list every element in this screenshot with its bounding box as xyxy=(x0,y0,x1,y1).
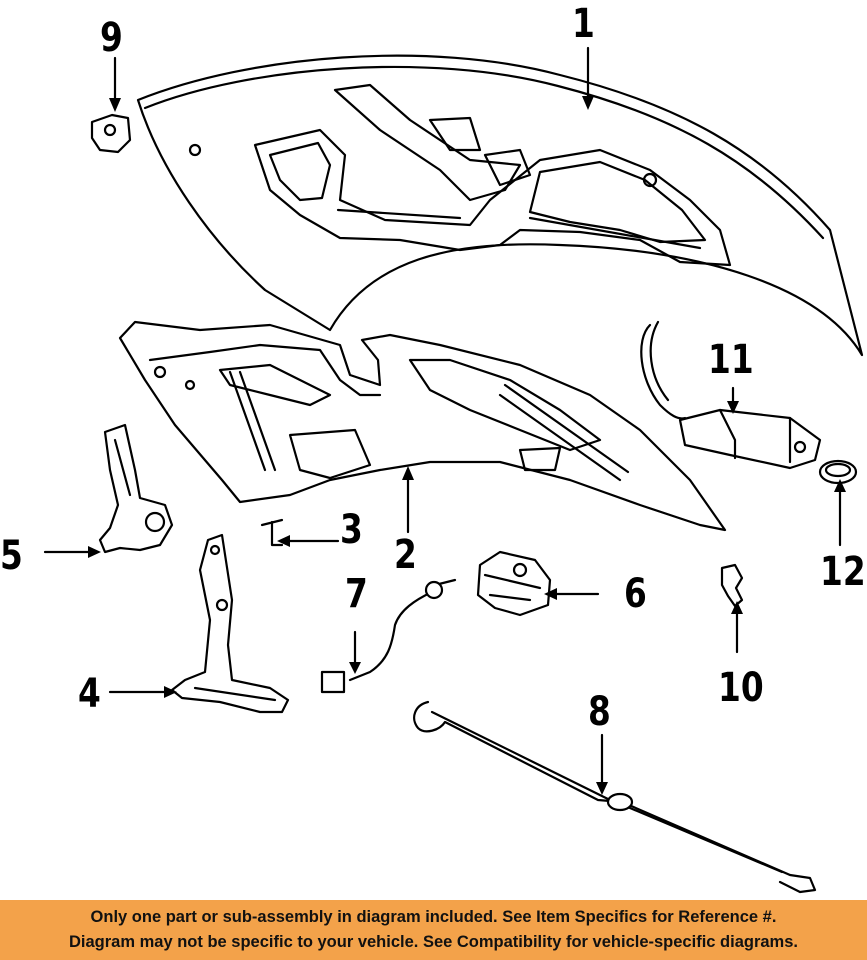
callout-5: 5 xyxy=(0,533,23,579)
callout-10: 10 xyxy=(718,665,764,711)
callout-4: 4 xyxy=(78,671,101,717)
callout-1: 1 xyxy=(572,1,595,47)
part-10-bolt xyxy=(720,563,744,608)
parts-diagram xyxy=(43,46,864,894)
callout-6: 6 xyxy=(624,571,647,617)
callout-8: 8 xyxy=(588,689,611,735)
disclaimer-line-2: Diagram may not be specific to your vehi… xyxy=(69,933,798,951)
callout-3: 3 xyxy=(340,507,363,553)
callout-11: 11 xyxy=(708,337,754,383)
disclaimer-line-1: Only one part or sub-assembly in diagram… xyxy=(90,908,777,926)
part-7-cable xyxy=(320,578,457,694)
leader-lines xyxy=(43,46,842,787)
part-5-hinge xyxy=(98,423,174,554)
part-1-hood-panel xyxy=(136,54,864,357)
arrowheads xyxy=(88,96,846,795)
part-3-bumper xyxy=(260,518,284,547)
part-11-motor xyxy=(640,320,822,470)
part-4-hinge-bracket xyxy=(170,533,290,714)
callout-12: 12 xyxy=(820,549,866,595)
part-2-insulator xyxy=(118,320,727,532)
disclaimer-banner: Only one part or sub-assembly in diagram… xyxy=(0,900,867,960)
part-6-latch xyxy=(476,550,552,617)
callout-9: 9 xyxy=(100,15,123,61)
callout-7: 7 xyxy=(345,571,368,617)
part-12-plug xyxy=(818,459,858,485)
callout-2: 2 xyxy=(394,532,417,578)
part-8-prop-rod xyxy=(413,700,817,894)
part-9-clip xyxy=(90,113,132,154)
